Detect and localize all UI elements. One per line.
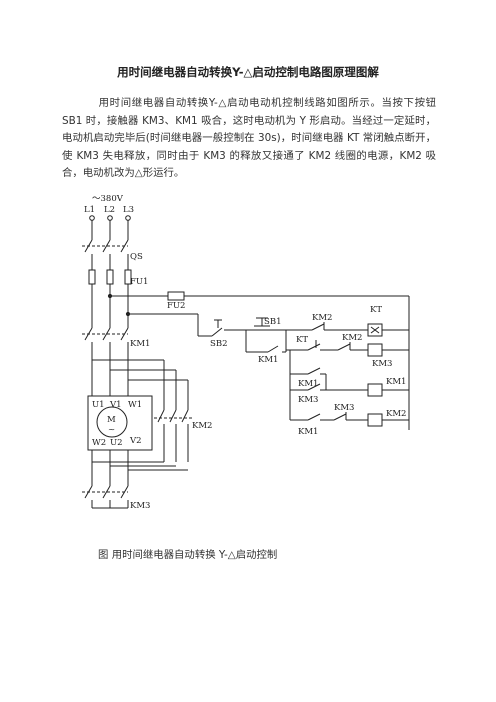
km3-main-label: KM3 bbox=[130, 501, 150, 511]
km3-c3-label: KM3 bbox=[334, 403, 354, 413]
km2-nc2-label: KM2 bbox=[342, 333, 362, 343]
km1-c2-label: KM1 bbox=[298, 379, 318, 389]
motor-symbol bbox=[96, 406, 128, 438]
terminal-w2: W2 bbox=[92, 438, 106, 448]
kt-contact-label: KT bbox=[296, 335, 308, 345]
km1-coil bbox=[367, 383, 383, 397]
phase-l3-label: L3 bbox=[123, 205, 134, 215]
kt-coil-label: KT bbox=[370, 305, 382, 315]
km2-nc-label: KM2 bbox=[312, 313, 332, 323]
circuit-diagram: ～380V L1 L2 L3 QS FU1 KM1 bbox=[72, 190, 424, 520]
km3-coil bbox=[367, 343, 383, 357]
terminal-u1: U1 bbox=[92, 400, 105, 410]
km3-c2-label: KM3 bbox=[298, 395, 318, 405]
phase-line-l2 bbox=[102, 220, 114, 362]
body-paragraph: 用时间继电器自动转换Y-△启动电动机控制线路如图所示。当按下按钮 SB1 时，接… bbox=[62, 95, 436, 183]
sb1-label: SB1 bbox=[264, 317, 281, 327]
sb2-label: SB2 bbox=[210, 339, 227, 349]
fu1-label: FU1 bbox=[130, 277, 148, 287]
terminal-v2: V2 bbox=[129, 436, 142, 446]
terminal-v1: V1 bbox=[109, 400, 122, 410]
phase-l2-label: L2 bbox=[104, 205, 115, 215]
phase-l1-label: L1 bbox=[84, 205, 95, 215]
km3-coil-label: KM3 bbox=[372, 359, 392, 369]
km1-hold-label: KM1 bbox=[258, 355, 278, 365]
km1-c3-label: KM1 bbox=[298, 427, 318, 437]
fu2-fuse bbox=[167, 291, 185, 301]
motor-letter: M bbox=[107, 415, 116, 425]
fu2-label: FU2 bbox=[167, 301, 185, 311]
km2-coil bbox=[367, 413, 383, 427]
terminal-w1: W1 bbox=[128, 400, 142, 410]
km1-coil-label: KM1 bbox=[386, 377, 406, 387]
terminal-u2: U2 bbox=[110, 438, 123, 448]
km1-main-label: KM1 bbox=[130, 339, 150, 349]
document-title: 用时间继电器自动转换Y-△启动控制电路图原理图解 bbox=[117, 65, 379, 79]
km2-main-label: KM2 bbox=[192, 421, 212, 431]
phase-line-l1 bbox=[84, 220, 96, 360]
km2-coil-label: KM2 bbox=[386, 409, 406, 419]
motor-ac-symbol: ~ bbox=[108, 425, 115, 435]
figure-caption: 图 用时间继电器自动转换 Y-△启动控制 bbox=[98, 549, 278, 561]
paragraph-text: 用时间继电器自动转换Y-△启动电动机控制线路如图所示。当按下按钮 SB1 时，接… bbox=[62, 97, 436, 180]
qs-label: QS bbox=[130, 252, 143, 262]
supply-label: ～380V bbox=[92, 194, 124, 204]
